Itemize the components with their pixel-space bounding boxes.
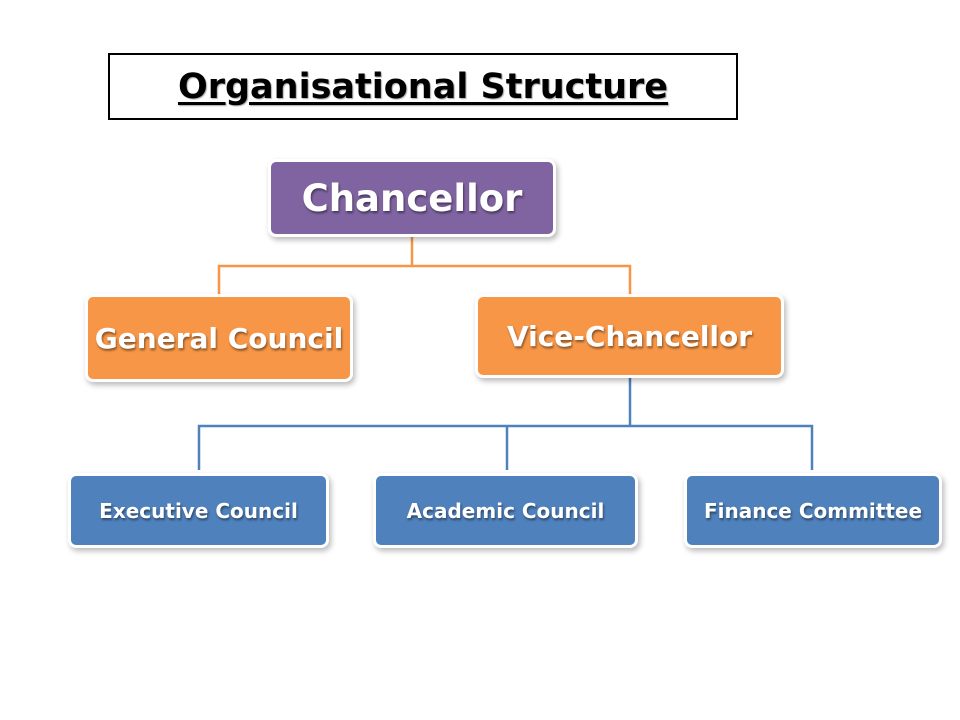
connector-level3-horizontal [197,424,814,470]
node-general-council-label: General Council [94,321,344,355]
node-academic-council: Academic Council [376,476,635,545]
node-finance-committee-label: Finance Committee [703,498,923,523]
node-executive-council: Executive Council [71,476,326,545]
node-finance-committee: Finance Committee [687,476,939,545]
node-executive-council-label: Executive Council [99,498,298,523]
node-vice-chancellor-label: Vice-Chancellor [506,319,753,353]
node-vice-chancellor: Vice-Chancellor [478,297,781,375]
node-chancellor: Chancellor [271,162,553,234]
page-title: Organisational Structure [177,66,669,107]
node-chancellor-label: Chancellor [301,176,523,220]
connector-level2-horizontal [217,264,632,294]
title-box: Organisational Structure [108,53,738,120]
node-general-council: General Council [88,297,350,379]
node-academic-council-label: Academic Council [406,498,605,523]
